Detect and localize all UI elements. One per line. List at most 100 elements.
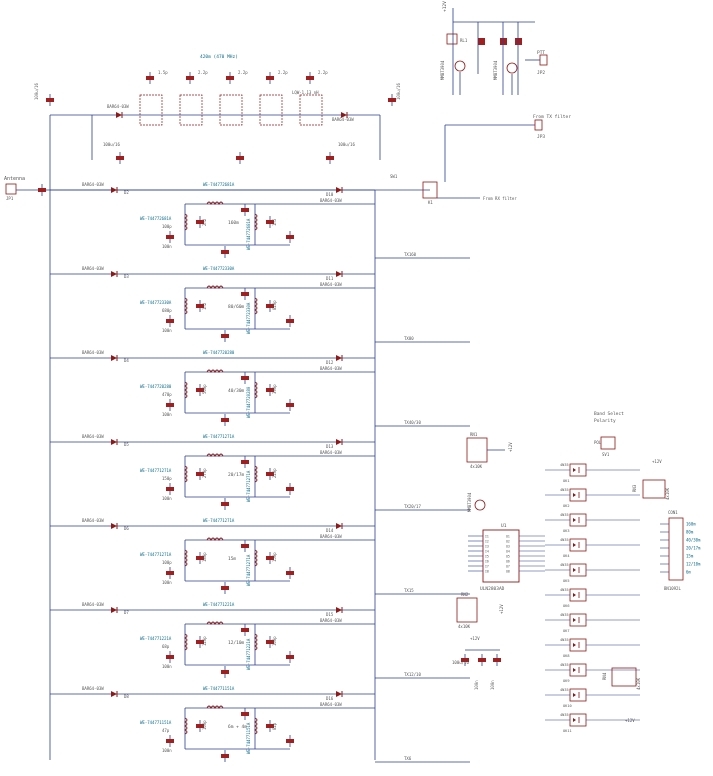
u1-label: U1 — [501, 523, 507, 529]
band-diode-right-ref: D14 — [326, 528, 334, 533]
rn4-label: RN4 — [602, 672, 607, 680]
jp1-label: JP1 — [6, 196, 14, 201]
band-name: 40/30m — [228, 388, 245, 394]
band-diode-right-label: BAR64-03W — [320, 450, 342, 455]
upper-cap-2: 2.2p — [198, 70, 208, 75]
opto-ref: OK8 — [563, 654, 570, 658]
band-diode-left-ref: D8 — [124, 694, 129, 699]
band-cap4: 100n — [162, 496, 172, 501]
band-diode-left-ref: D4 — [124, 358, 129, 363]
band-switch-label: TX20/17 — [404, 504, 421, 509]
opto-rows: OK14N35OK24N35OK34N35OK44N35OK54N35OK64N… — [545, 463, 640, 733]
jp2-connector[interactable] — [539, 54, 548, 66]
opto-ref: OK11 — [563, 729, 572, 733]
t2-part: MMBT3904 — [493, 60, 498, 80]
relay-resistor-1 — [500, 38, 507, 45]
band-row-2: BAR64-03WD4BAR64-03WD1240/30mWE-74477202… — [50, 350, 470, 427]
band-inductor-right: WE-744772681A — [246, 218, 251, 250]
band-diode-right-ref: D16 — [326, 696, 334, 701]
con1-pin-label: 15m — [686, 554, 694, 559]
band-cap1: 47p — [162, 728, 170, 733]
band-switch-label: TX80 — [404, 336, 414, 341]
con1-pin-label: 6m — [686, 570, 691, 575]
rn2-network — [456, 597, 478, 623]
band-diode-left-label: BAR64-03W — [82, 518, 104, 523]
upper-bypass-right: 100u/16 — [338, 142, 355, 147]
bypass-cap-bottom-2: 100n — [490, 680, 495, 690]
band-inductor-left: WE-744771151A — [140, 720, 172, 725]
band-name: 6m + 4m — [228, 724, 247, 730]
upper-cap-1: 1.5p — [158, 70, 168, 75]
band-switch-label: TX12/10 — [404, 672, 421, 677]
opto-part: 4N35 — [560, 538, 569, 542]
band-inductor-right: WE-744771151A — [246, 722, 251, 754]
band-diode-right-ref: D10 — [326, 192, 334, 197]
rn3-network — [642, 479, 666, 499]
opto-part: 4N35 — [560, 563, 569, 567]
upper-bulk-right: 100u/16 — [396, 83, 401, 100]
band-cap3: 150p — [272, 552, 277, 562]
con1-pin-label: 12/10m — [686, 562, 701, 567]
upper-resonator-4 — [259, 94, 283, 126]
rn3-label: RN3 — [632, 484, 637, 492]
rn1-v12: +12V — [508, 442, 513, 452]
opto-part: 4N35 — [560, 513, 569, 517]
band-name: 15m — [228, 556, 236, 562]
switch-label: SW1 — [390, 174, 398, 179]
u1-output-pin: O7 — [506, 565, 510, 569]
u1-input-pin: I8 — [485, 570, 489, 574]
jp3-connector[interactable] — [534, 119, 543, 131]
opto-ref: OK10 — [563, 704, 572, 708]
band-cap3: 100p — [272, 636, 277, 646]
band-cap4: 100n — [162, 328, 172, 333]
band-diode-right-label: BAR64-03W — [320, 366, 342, 371]
con1-connector[interactable] — [668, 517, 684, 581]
relay-resistor-2 — [515, 38, 522, 45]
band-row-5: BAR64-03WD7BAR64-03WD1512/10mWE-74477122… — [50, 602, 470, 679]
band-diode-right-label: BAR64-03W — [320, 618, 342, 623]
band-inductor-top: WE-744771151A — [203, 686, 235, 691]
upper-bypass-left: 100u/16 — [103, 142, 120, 147]
rn4-value: 4x10K — [636, 677, 641, 690]
band-row-3: BAR64-03WD5BAR64-03WD1320/17mWE-74477127… — [50, 434, 470, 511]
band-cap4: 100n — [162, 412, 172, 417]
band-diode-left-label: BAR64-03W — [82, 350, 104, 355]
rn2-value: 4x10K — [458, 624, 471, 629]
band-diode-right-ref: D11 — [326, 276, 334, 281]
band-switch-label: TX6 — [404, 756, 412, 761]
antenna-connector[interactable] — [5, 183, 17, 195]
sv1-label: SV1 — [602, 452, 610, 457]
band-diode-right-label: BAR64-03W — [320, 198, 342, 203]
con1-pin-label: 20/17m — [686, 546, 701, 551]
u1-part: ULN2803AD — [480, 586, 505, 592]
band-switch-label: TX40/30 — [404, 420, 421, 425]
band-cap4: 100n — [162, 748, 172, 753]
opto-ref: OK6 — [563, 604, 570, 608]
upper-filter-bank: 420m (470 MHz) 1.5p 2.2p 2.2p 2.2p 2.2p … — [34, 54, 401, 190]
u1-output-pin: O1 — [506, 535, 510, 539]
band-diode-right-label: BAR64-03W — [320, 282, 342, 287]
band-inductor-top: WE-744771271A — [203, 518, 235, 523]
band-inductor-top: WE-744771271A — [203, 434, 235, 439]
band-cap2: 2n2 — [202, 218, 207, 226]
u1-input-pin: I4 — [485, 550, 489, 554]
band-cap3: 390p — [272, 384, 277, 394]
polarity-jumper[interactable] — [600, 436, 616, 450]
transistor-q3 — [474, 499, 486, 511]
band-cap2: 560p — [202, 384, 207, 394]
band-inductor-right: WE-744771221A — [246, 638, 251, 670]
upper-diode-right: BAR64-03W — [332, 117, 354, 122]
top-relay-section: +12V RL1 MMBT3904 MMBT3904 JP2 PTT From … — [440, 1, 571, 182]
band-diode-left-label: BAR64-03W — [82, 686, 104, 691]
band-cap2: 100p — [202, 720, 207, 730]
con1-pin-label: 40/30m — [686, 538, 701, 543]
